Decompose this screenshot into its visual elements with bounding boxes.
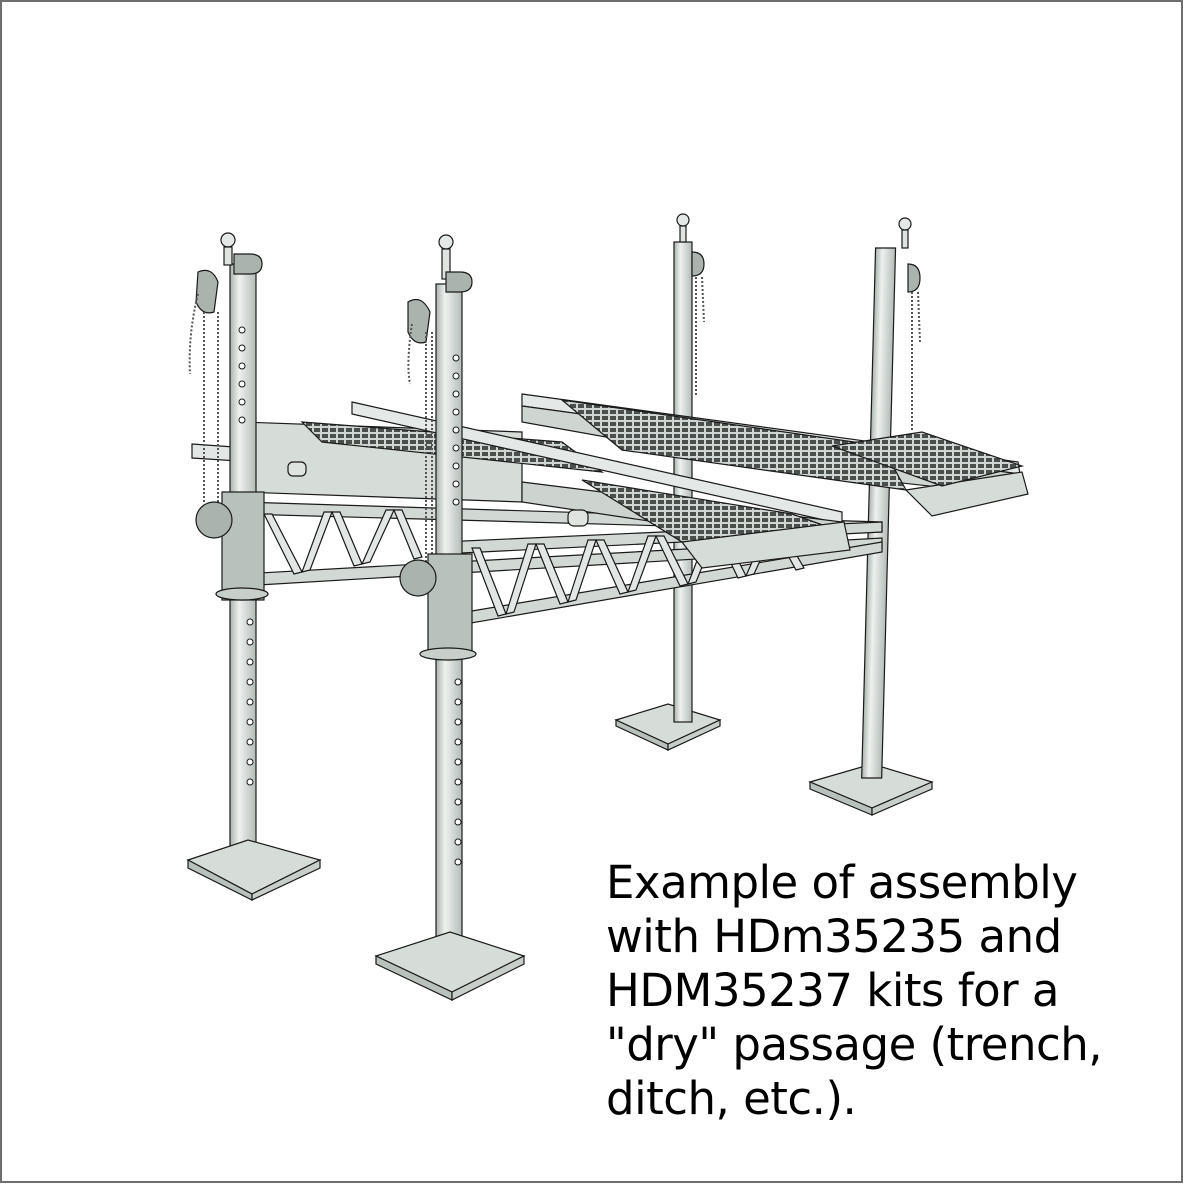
caption-line-4: "dry" passage (trench, [606, 1018, 1103, 1071]
caption-line-1: Example of assembly [606, 856, 1078, 909]
post-front-left [188, 232, 269, 865]
post-back-left [673, 213, 705, 723]
caption-line-3: HDM35237 kits for a [606, 964, 1059, 1017]
base-plate-front-left [186, 839, 322, 901]
caption-text: Example of assembly with HDm35235 and HD… [606, 856, 1166, 1126]
base-plate-front-middle [374, 931, 526, 1001]
base-plate-back-left [614, 703, 722, 751]
ramp-back [521, 393, 1029, 517]
caption-line-2: with HDm35235 and [606, 910, 1062, 963]
base-plate-back-right [808, 763, 934, 816]
caption-line-5: ditch, etc.). [606, 1072, 857, 1125]
post-front-middle [399, 234, 477, 955]
post-back-right [861, 217, 921, 779]
